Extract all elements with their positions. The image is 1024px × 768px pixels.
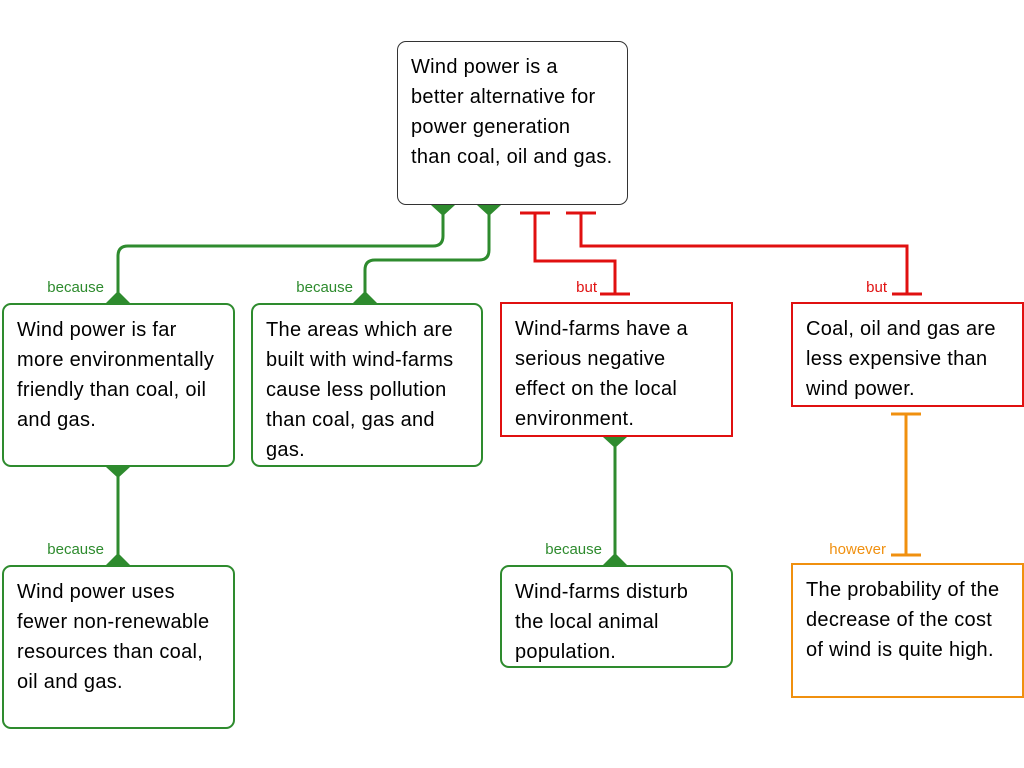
- however-label: however: [829, 541, 886, 558]
- objection-box-cost[interactable]: Coal, oil and gas are less expensive tha…: [791, 302, 1024, 407]
- reason-text: The areas which are built with wind-farm…: [266, 319, 454, 461]
- connector-arrowhead: [106, 467, 130, 478]
- objection-text: Coal, oil and gas are less expensive tha…: [806, 318, 996, 400]
- connector-claim-objection2: [579, 213, 909, 294]
- reason-box-animals[interactable]: Wind-farms disturb the local animal popu…: [500, 565, 733, 668]
- connector-arrowhead: [431, 205, 455, 216]
- connector-claim-reason2: [363, 205, 491, 303]
- connector-arrowhead: [106, 553, 130, 565]
- because-label: because: [296, 279, 353, 296]
- because-label: because: [47, 279, 104, 296]
- objection-text: Wind-farms have a serious negative effec…: [515, 318, 688, 430]
- but-label: but: [866, 279, 887, 296]
- connector-arrowhead: [603, 553, 627, 565]
- connector-arrowhead: [353, 291, 377, 303]
- because-label: because: [47, 541, 104, 558]
- reason-box-pollution[interactable]: The areas which are built with wind-farm…: [251, 303, 483, 467]
- connector-arrowhead: [106, 291, 130, 303]
- connector-arrowhead: [603, 437, 627, 448]
- reason-text: Wind-farms disturb the local animal popu…: [515, 581, 689, 663]
- main-claim-box[interactable]: Wind power is a better alternative for p…: [397, 41, 628, 205]
- reason-box-environment[interactable]: Wind power is far more environmentally f…: [2, 303, 235, 467]
- because-label: because: [545, 541, 602, 558]
- connector-claim-reason1: [116, 205, 445, 303]
- but-label: but: [576, 279, 597, 296]
- rebuttal-text: The probability of the decrease of the c…: [806, 579, 1000, 661]
- objection-box-local-environment[interactable]: Wind-farms have a serious negative effec…: [500, 302, 733, 437]
- rebuttal-box-cost-decrease[interactable]: The probability of the decrease of the c…: [791, 563, 1024, 698]
- reason-box-resources[interactable]: Wind power uses fewer non-renewable reso…: [2, 565, 235, 729]
- connector-arrowhead: [477, 205, 501, 216]
- connector-claim-objection1: [533, 213, 617, 294]
- main-claim-text: Wind power is a better alternative for p…: [411, 56, 613, 168]
- reason-text: Wind power is far more environmentally f…: [17, 319, 215, 431]
- reason-text: Wind power uses fewer non-renewable reso…: [17, 581, 210, 693]
